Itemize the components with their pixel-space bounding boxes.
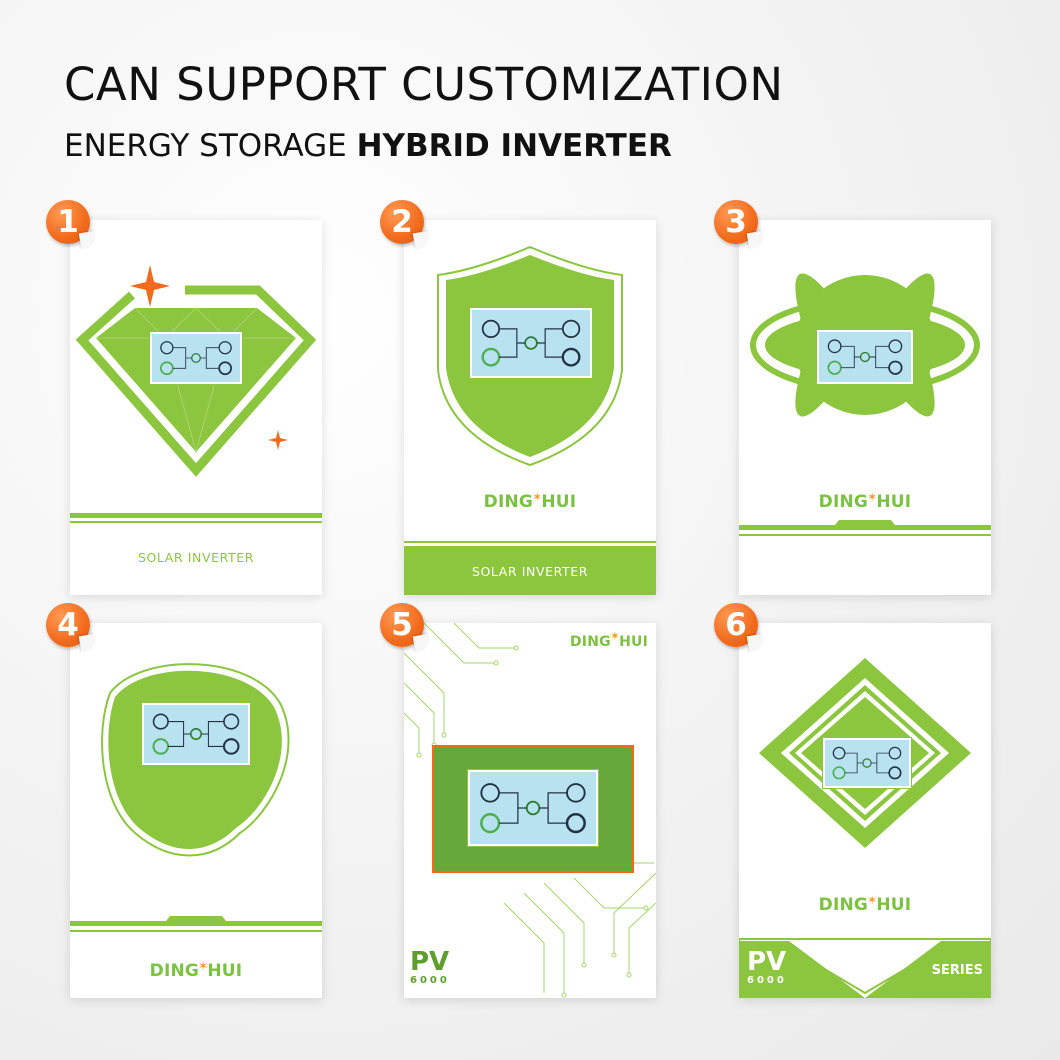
subline-regular: ENERGY STORAGE	[64, 128, 357, 164]
design-card-4: DING✶HUI	[70, 623, 322, 998]
lcd-screen	[817, 330, 913, 384]
brand-logo: DING✶HUI	[818, 490, 912, 512]
series-label: SERIES	[931, 963, 983, 978]
badge-3: 3	[714, 200, 758, 244]
lcd-screen	[142, 703, 250, 765]
lcd-screen	[470, 308, 592, 378]
brand-logo: DING✶HUI	[483, 490, 577, 512]
energy-flow-icon	[827, 339, 903, 375]
energy-flow-icon	[832, 746, 902, 780]
energy-flow-icon	[481, 319, 581, 367]
flower-graphic	[739, 273, 991, 536]
badge-2: 2	[380, 200, 424, 244]
badge-5: 5	[380, 603, 424, 647]
design-card-1: SOLAR INVERTER	[70, 220, 322, 595]
shield-graphic	[404, 245, 656, 595]
diamond-graphic	[70, 265, 322, 523]
brand-logo: DING✶HUI	[149, 959, 243, 981]
headline: CAN SUPPORT CUSTOMIZATION	[64, 58, 784, 111]
brand-logo: DING✶HUI	[569, 629, 648, 650]
circuit-graphic	[404, 623, 656, 998]
lcd-screen	[823, 738, 911, 788]
badge-6: 6	[714, 603, 758, 647]
badge-1: 1	[46, 200, 90, 244]
energy-flow-icon	[480, 783, 586, 834]
brand-logo: DING✶HUI	[818, 893, 912, 915]
subline-bold: HYBRID INVERTER	[356, 128, 672, 164]
card-label: SOLAR INVERTER	[137, 550, 255, 565]
badge-4: 4	[46, 603, 90, 647]
rhombus-graphic	[739, 658, 991, 998]
sparkle-icon	[268, 430, 288, 450]
sparkle-icon	[130, 265, 170, 307]
design-card-3: DING✶HUI	[739, 220, 991, 595]
lcd-screen	[468, 770, 598, 846]
energy-flow-icon	[152, 713, 240, 755]
design-card-2: DING✶HUI SOLAR INVERTER	[404, 220, 656, 595]
droplet-graphic	[70, 663, 322, 932]
energy-flow-icon	[160, 341, 232, 376]
subline: ENERGY STORAGE HYBRID INVERTER	[64, 128, 672, 164]
card-label: SOLAR INVERTER	[471, 564, 589, 579]
lcd-screen	[150, 332, 242, 384]
